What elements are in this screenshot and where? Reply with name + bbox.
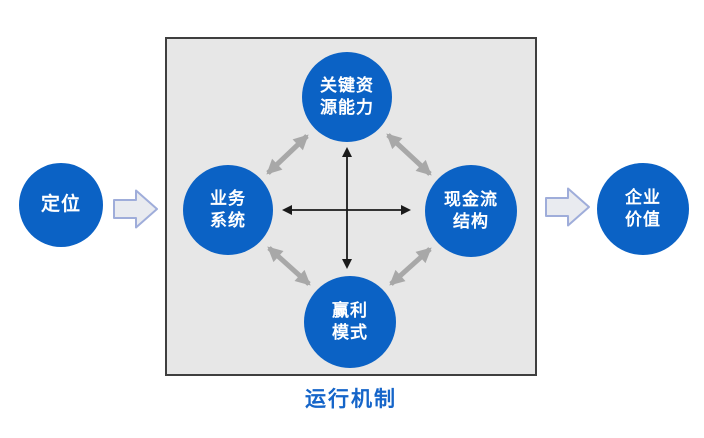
- diagonal-double-arrow-left-bottom-icon: [267, 246, 311, 286]
- flow-arrow-left-icon: [113, 189, 158, 229]
- node-business-system: 业务 系统: [183, 165, 273, 255]
- mechanism-caption: 运行机制: [305, 388, 397, 411]
- node-positioning: 定位: [19, 163, 103, 247]
- diagonal-double-arrow-top-right-icon: [386, 133, 432, 176]
- node-key-resources-line1: 关键资: [320, 75, 374, 95]
- node-enterprise-value: 企业 价值: [597, 163, 689, 255]
- node-key-resources-line2: 源能力: [320, 98, 374, 117]
- diagonal-double-arrow-left-top-icon: [266, 134, 309, 175]
- node-business-system-line2: 系统: [210, 211, 246, 230]
- node-cashflow-structure-line2: 结构: [453, 212, 489, 231]
- node-key-resources: 关键资 源能力: [302, 52, 392, 142]
- node-enterprise-value-line1: 企业: [625, 187, 661, 207]
- flow-arrow-right-icon: [545, 187, 590, 227]
- node-profit-model-line1: 赢利: [332, 300, 368, 320]
- node-profit-model: 赢利 模式: [304, 276, 396, 368]
- node-cashflow-structure: 现金流 结构: [425, 165, 517, 257]
- node-business-system-line1: 业务: [210, 188, 246, 208]
- node-cashflow-structure-line1: 现金流: [444, 189, 498, 209]
- node-profit-model-line2: 模式: [332, 323, 368, 342]
- diagonal-double-arrow-right-bottom-icon: [389, 247, 432, 286]
- node-enterprise-value-line2: 价值: [625, 210, 661, 229]
- node-positioning-label: 定位: [40, 194, 81, 216]
